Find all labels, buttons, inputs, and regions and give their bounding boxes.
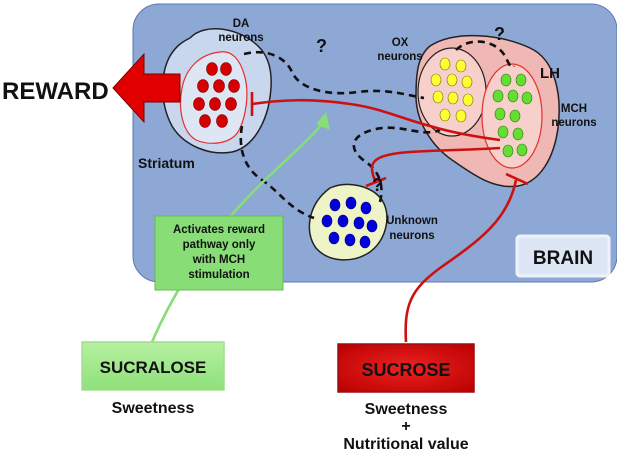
note-line-4: stimulation xyxy=(188,269,249,281)
da-neuron xyxy=(213,79,225,93)
mch-to-unknown-path xyxy=(370,146,501,183)
mch-neuron xyxy=(497,125,509,139)
ox-neuron xyxy=(439,57,451,71)
unknown-label-line-2: neurons xyxy=(389,230,434,242)
ox-to-mch-dashed-path xyxy=(455,40,516,69)
unknown-neuron xyxy=(329,198,341,212)
unknown-neuron xyxy=(366,219,378,233)
ox-neuron xyxy=(462,93,474,107)
mch-neuron xyxy=(502,144,514,158)
ox-label-line-2: neurons xyxy=(377,51,422,63)
unknown-neuron xyxy=(328,231,340,245)
mch-neuron xyxy=(515,73,527,87)
question-mark-unknown: ? xyxy=(372,175,383,195)
mch-label-line-2: neurons xyxy=(551,117,596,129)
da-neuron xyxy=(216,114,228,128)
ox-neuron xyxy=(461,75,473,89)
dashed-connections xyxy=(239,40,516,220)
note-line-3: with MCH xyxy=(192,254,245,266)
ox-label-line-1: OX xyxy=(392,37,409,49)
ox-neuron xyxy=(447,91,459,105)
da-to-unknown-dashed-path xyxy=(239,125,315,220)
ox-neuron xyxy=(439,108,451,122)
mch-neuron xyxy=(509,109,521,123)
ox-neuron xyxy=(455,59,467,73)
mch-projections xyxy=(250,92,501,188)
da-neuron xyxy=(197,79,209,93)
da-to-ox-dashed-path xyxy=(243,51,425,100)
unknown-neuron xyxy=(345,196,357,210)
sucrose-caption-line-3: Nutritional value xyxy=(343,436,468,453)
reward-label: REWARD xyxy=(2,78,109,105)
ox-neuron xyxy=(432,90,444,104)
unknown-neuron xyxy=(360,201,372,215)
note-line-2: pathway only xyxy=(183,239,256,251)
sucralose-box xyxy=(81,341,225,391)
sucrose-box xyxy=(337,343,475,393)
sucrose-caption-line-2: + xyxy=(401,418,410,435)
sucralose-path xyxy=(150,123,323,343)
question-mark-ox-mch: ? xyxy=(494,24,505,44)
unknown-neuron xyxy=(321,214,333,228)
mch-neuron xyxy=(512,127,524,141)
sucrose-label: SUCROSE xyxy=(361,360,450,380)
da-neuron xyxy=(220,62,232,76)
sucrose-terminal xyxy=(505,172,529,186)
da-neurons xyxy=(193,62,240,128)
mch-unknown-terminal xyxy=(365,176,387,188)
note-text: Activates reward pathway only with MCH s… xyxy=(173,224,265,281)
da-neuron xyxy=(225,97,237,111)
note-line-1: Activates reward xyxy=(173,224,265,236)
mch-neurons xyxy=(492,73,533,158)
question-mark-da-ox: ? xyxy=(316,36,327,56)
sucralose-label: SUCRALOSE xyxy=(100,358,207,377)
da-neuron xyxy=(193,97,205,111)
mch-neuron xyxy=(516,143,528,157)
ox-neuron xyxy=(430,73,442,87)
mch-neuron xyxy=(500,73,512,87)
ox-neurons xyxy=(430,57,474,123)
unknown-neuron xyxy=(344,233,356,247)
sucrose-caption-line-1: Sweetness xyxy=(365,401,448,418)
da-neuron xyxy=(199,114,211,128)
da-neuron xyxy=(228,79,240,93)
mch-neuron xyxy=(494,107,506,121)
unknown-neurons xyxy=(321,196,378,249)
brain-label: BRAIN xyxy=(533,248,593,269)
da-label-line-1: DA xyxy=(233,18,250,30)
sucralose-caption: Sweetness xyxy=(112,400,195,417)
sucrose-path xyxy=(404,179,518,343)
striatum-label: Striatum xyxy=(138,155,195,171)
reward-arrow xyxy=(112,52,181,124)
da-neuron xyxy=(209,97,221,111)
unknown-neuron xyxy=(353,216,365,230)
ox-neuron xyxy=(455,109,467,123)
mch-neuron xyxy=(507,89,519,103)
mch-to-striatum-path xyxy=(251,98,501,142)
sucralose-arrowhead xyxy=(316,112,330,130)
unknown-label-line-1: Unknown xyxy=(386,215,438,227)
unknown-neuron xyxy=(359,235,371,249)
mch-label-line-1: MCH xyxy=(561,103,587,115)
brain-label-box xyxy=(515,234,611,278)
note-box xyxy=(154,215,284,291)
da-label-line-2: neurons xyxy=(218,32,263,44)
da-neuron xyxy=(206,62,218,76)
lh-label: LH xyxy=(540,65,560,82)
mch-neuron xyxy=(492,89,504,103)
unknown-neuron xyxy=(337,214,349,228)
mch-neuron xyxy=(521,91,533,105)
ox-neuron xyxy=(446,73,458,87)
